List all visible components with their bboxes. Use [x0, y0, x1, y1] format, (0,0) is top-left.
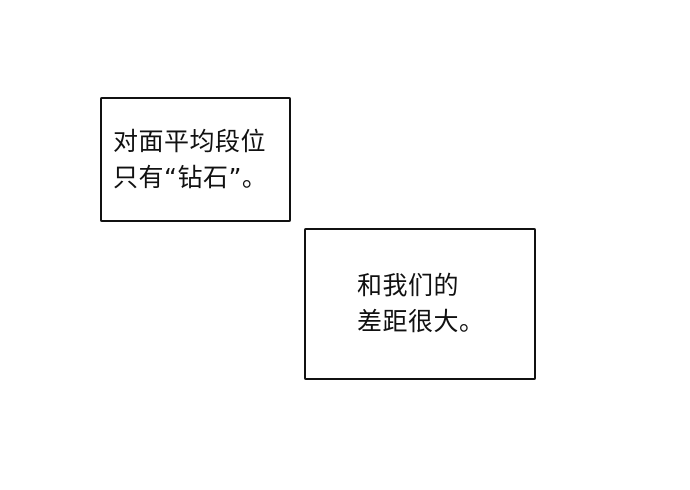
- caption-line: 对面平均段位: [113, 126, 267, 156]
- caption-box-gap: 和我们的 差距很大。: [304, 228, 536, 380]
- caption-line: 差距很大。: [357, 307, 485, 336]
- caption-box-rank: 对面平均段位 只有“钻石”。: [100, 97, 291, 222]
- caption-line: 和我们的: [357, 271, 460, 300]
- caption-line: 只有“钻石”。: [113, 162, 268, 192]
